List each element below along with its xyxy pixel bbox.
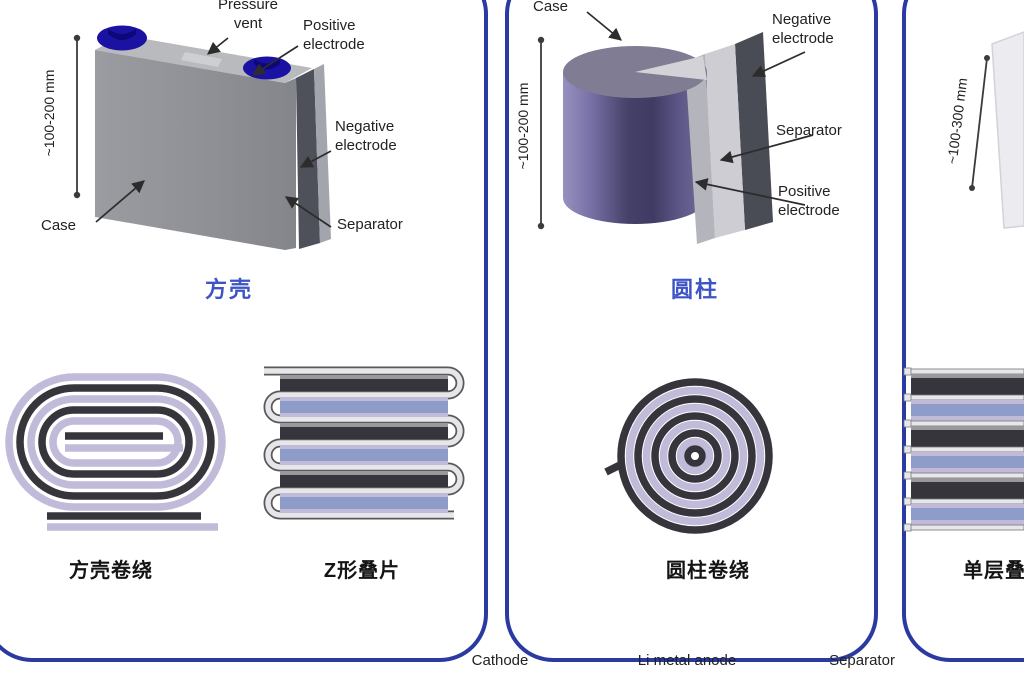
- label-case: Case: [41, 217, 77, 234]
- legend-separator: Separator: [829, 652, 895, 669]
- callout-arrow-case: [586, 11, 622, 41]
- terminal-left: [97, 25, 147, 51]
- dimension-arrow: [537, 36, 545, 230]
- callout-arrow-case: [95, 180, 145, 223]
- label-separator: Separator: [337, 216, 403, 233]
- prismatic-cell-illustration: [73, 25, 332, 250]
- spiral-center: [691, 452, 699, 460]
- negative-sheet: [735, 32, 773, 230]
- panel-prismatic: [0, 0, 488, 662]
- cylindrical-cell-illustration: [537, 11, 814, 244]
- cylinder-body: [563, 72, 707, 224]
- label-cylindrical-winding: 圆柱卷绕: [666, 560, 750, 582]
- case-side: [285, 78, 296, 250]
- legend-li-metal-anode: Li metal anode: [637, 652, 737, 669]
- callout-arrow-negative: [299, 150, 332, 168]
- separator-layer: [314, 64, 331, 243]
- label-negative-cyl: Negative electrode: [772, 11, 834, 47]
- label-prismatic-winding: 方壳卷绕: [69, 560, 153, 582]
- dark-electrode-bands: [280, 375, 448, 487]
- dimension-label-prismatic: ~100-200 mm: [41, 69, 57, 157]
- dimension-arrow: [969, 55, 990, 191]
- wedge-cut: [635, 56, 707, 80]
- callout-arrow-separator: [719, 134, 814, 164]
- terminal-right: [243, 56, 291, 80]
- pressure-vent-shape: [181, 52, 222, 67]
- callout-arrow-positive: [251, 45, 299, 76]
- callout-arrow-positive: [694, 178, 806, 206]
- positive-sheet: [685, 54, 715, 244]
- blue-electrode-bands: [280, 397, 448, 513]
- label-positive-cyl: Positive electrode: [778, 183, 840, 219]
- spiral-winding-illustration: [604, 378, 773, 534]
- z-fold-stack-illustration: [263, 366, 465, 520]
- callout-arrow-vent: [207, 37, 229, 55]
- callout-arrow-negative: [751, 51, 806, 77]
- label-positive-electrode: Positive electrode: [303, 17, 365, 53]
- callout-arrow-separator: [284, 196, 332, 228]
- dimension-label-cylindrical: ~100-200 mm: [515, 82, 531, 170]
- label-single-layer-stack: 单层叠片: [963, 560, 1024, 582]
- single-layer-stack: [903, 367, 1024, 532]
- pouch-panel-illustration: [903, 31, 1024, 532]
- pouch-cell-shape: [991, 31, 1024, 229]
- title-prismatic: 方壳: [204, 277, 253, 302]
- dimension-arrow: [73, 34, 81, 199]
- legend-cathode: Cathode: [471, 652, 529, 669]
- label-negative-electrode: Negative electrode: [335, 118, 397, 154]
- flat-winding-illustration: [5, 373, 226, 531]
- panel-cylindrical: [505, 0, 878, 662]
- title-cylindrical: 圆柱: [670, 277, 719, 302]
- label-z-fold: Z形叠片: [323, 560, 401, 582]
- label-pressure-vent: Pressure vent: [217, 0, 279, 32]
- label-separator-cyl: Separator: [776, 122, 842, 139]
- panel-pouch: [902, 0, 1024, 662]
- label-case-cyl: Case: [533, 0, 569, 15]
- cell-front-face: [95, 50, 285, 250]
